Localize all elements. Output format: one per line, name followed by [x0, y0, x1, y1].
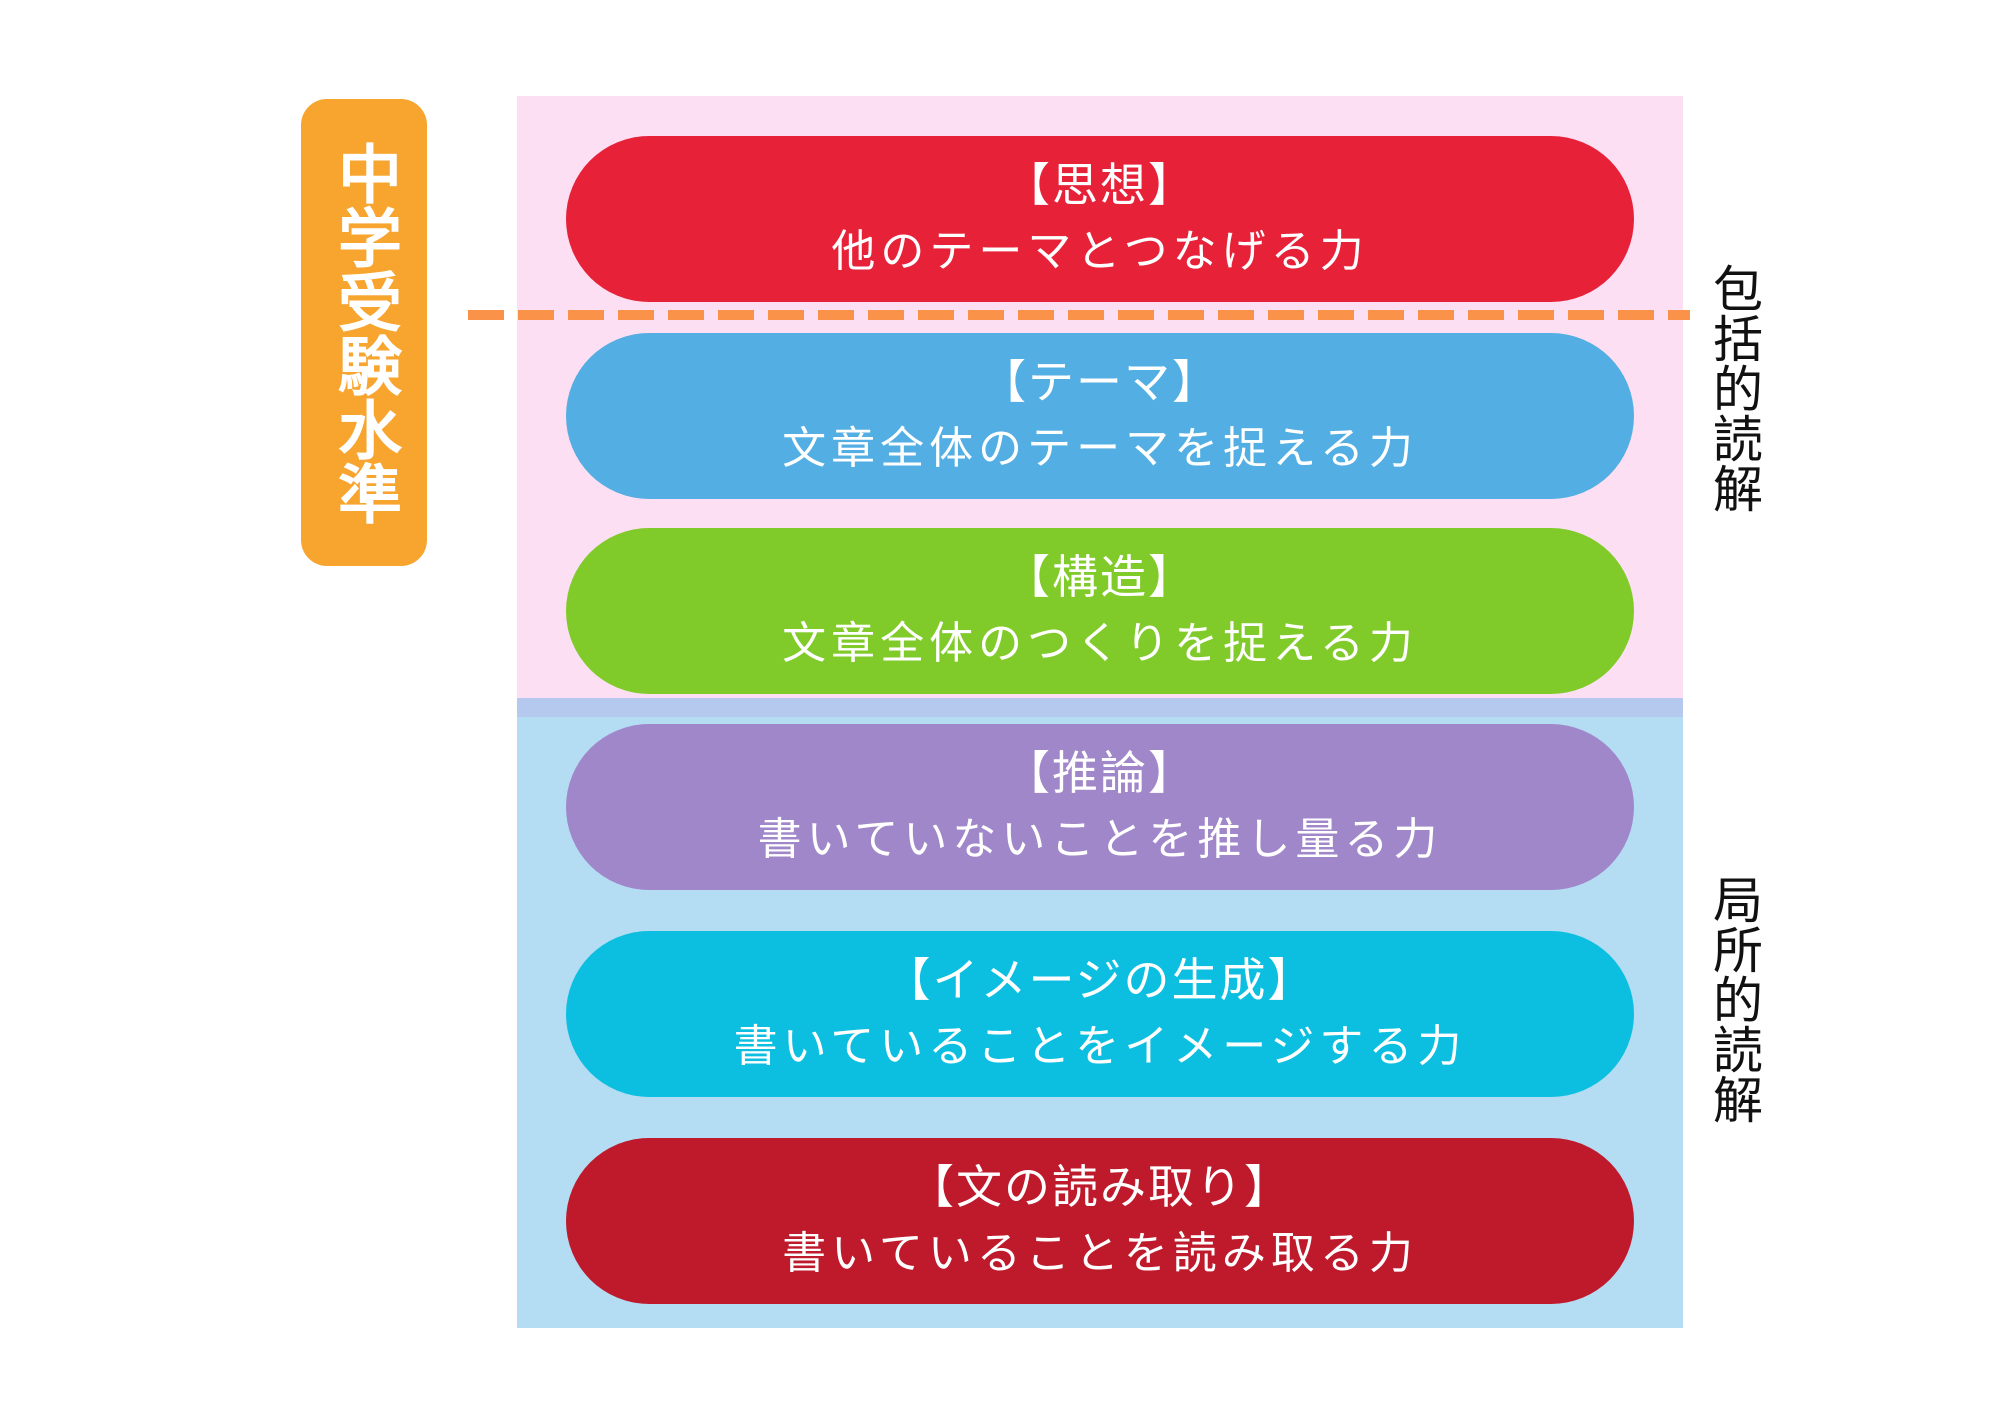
- pill-desc: 書いていないことを推し量る力: [757, 814, 1443, 865]
- pill-desc: 書いていることをイメージする力: [733, 1021, 1467, 1072]
- pill-desc: 他のテーマとつなげる力: [831, 226, 1369, 277]
- pill-title: 【イメージの生成】: [884, 953, 1316, 1007]
- pill-desc: 文章全体のテーマを捉える力: [782, 423, 1418, 474]
- pill-title: 【テーマ】: [980, 355, 1220, 409]
- level-badge: 中学受験水準: [301, 99, 427, 566]
- pill-desc: 文章全体のつくりを捉える力: [782, 618, 1418, 669]
- pill-title: 【文の読み取り】: [908, 1160, 1292, 1214]
- side-label-local: 局所的読解: [1705, 874, 1763, 1124]
- exam-level-dashed-line: [468, 310, 1690, 320]
- pill-structure: 【構造】 文章全体のつくりを捉える力: [566, 528, 1634, 694]
- side-label-comprehensive: 包括的読解: [1705, 263, 1763, 513]
- pill-title: 【構造】: [1004, 550, 1196, 604]
- pill-theme: 【テーマ】 文章全体のテーマを捉える力: [566, 333, 1634, 499]
- zone-divider: [517, 698, 1683, 717]
- pill-thought: 【思想】 他のテーマとつなげる力: [566, 136, 1634, 302]
- pill-sentence-reading: 【文の読み取り】 書いていることを読み取る力: [566, 1138, 1634, 1304]
- pill-title: 【思想】: [1004, 158, 1196, 212]
- pill-imagery: 【イメージの生成】 書いていることをイメージする力: [566, 931, 1634, 1097]
- pill-desc: 書いていることを読み取る力: [782, 1228, 1418, 1279]
- pill-title: 【推論】: [1004, 746, 1196, 800]
- pill-inference: 【推論】 書いていないことを推し量る力: [566, 724, 1634, 890]
